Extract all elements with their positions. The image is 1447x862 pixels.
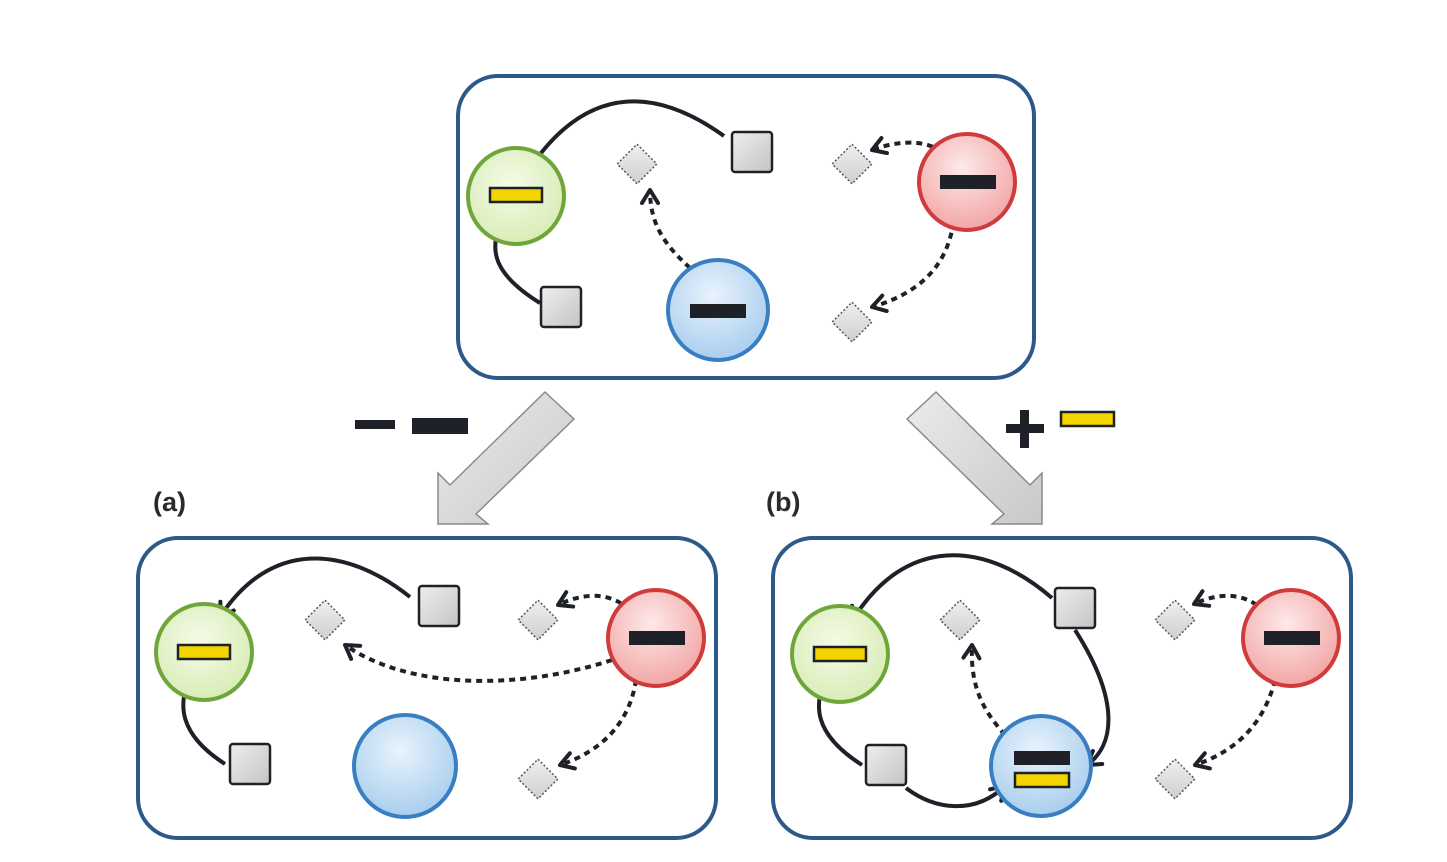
yellow-bar [1059,410,1116,428]
square [730,130,774,174]
arrow-red-to-diamond-bottom [870,199,957,314]
arrow-red-to-diamond-top [556,590,632,612]
transition-arrow-left [437,390,576,525]
green-node [154,602,254,702]
minus-dark-bar-operation [355,418,468,434]
blue-node-empty [352,713,458,819]
square [1053,586,1097,630]
red-node [1241,588,1341,688]
square [417,584,461,628]
green-node [790,604,890,704]
arrow-red-to-diamond-top [870,136,952,162]
top-panel [456,74,1036,380]
dark-bar [412,418,468,434]
arrow-square-to-blue [1073,628,1111,767]
panel-a [136,536,718,840]
arrow-blue-to-diamond [961,643,1007,737]
blue-node [666,258,770,362]
diamond [517,599,559,641]
yellow-bar [812,645,868,663]
arrow-square-to-green [850,553,1054,623]
arrow-red-to-diamond-top [1192,589,1267,614]
yellow-bar [1013,771,1071,789]
diamond [1154,599,1196,641]
red-node [917,132,1017,232]
arrow-red-to-diamond-middle [343,643,613,683]
diamond [831,143,873,185]
yellow-bar [488,186,544,204]
diamond [616,143,658,185]
transition-arrow-right [905,390,1043,525]
arrow-square-to-blue-bottom [904,784,1007,809]
dark-bar [1264,631,1320,645]
arrow-square-to-green [528,99,726,170]
square [864,743,908,787]
square [228,742,272,786]
label-a: (a) [153,487,186,517]
top-panel-frame [456,74,1036,380]
arrow-blue-to-diamond [640,188,692,270]
diamond [831,301,873,343]
green-node [466,146,566,246]
arrow-square-to-green [218,556,412,619]
diamond [304,599,346,641]
blue-node [989,714,1093,818]
plus-sign-v [1020,410,1029,448]
dark-bar [1014,751,1070,765]
plus-yellow-bar-operation [1006,410,1116,448]
panel-b [771,536,1353,840]
red-node [606,588,706,688]
square [539,285,583,329]
dark-bar [690,304,746,318]
dark-bar [940,175,996,189]
diamond [939,599,981,641]
yellow-bar [176,643,232,661]
label-b: (b) [766,487,800,517]
diamond [517,758,559,800]
minus-sign [355,420,395,429]
arrow-red-to-diamond-bottom [1193,679,1277,771]
arrow-red-to-diamond-bottom [558,679,638,771]
dark-bar [629,631,685,645]
diamond [1154,758,1196,800]
